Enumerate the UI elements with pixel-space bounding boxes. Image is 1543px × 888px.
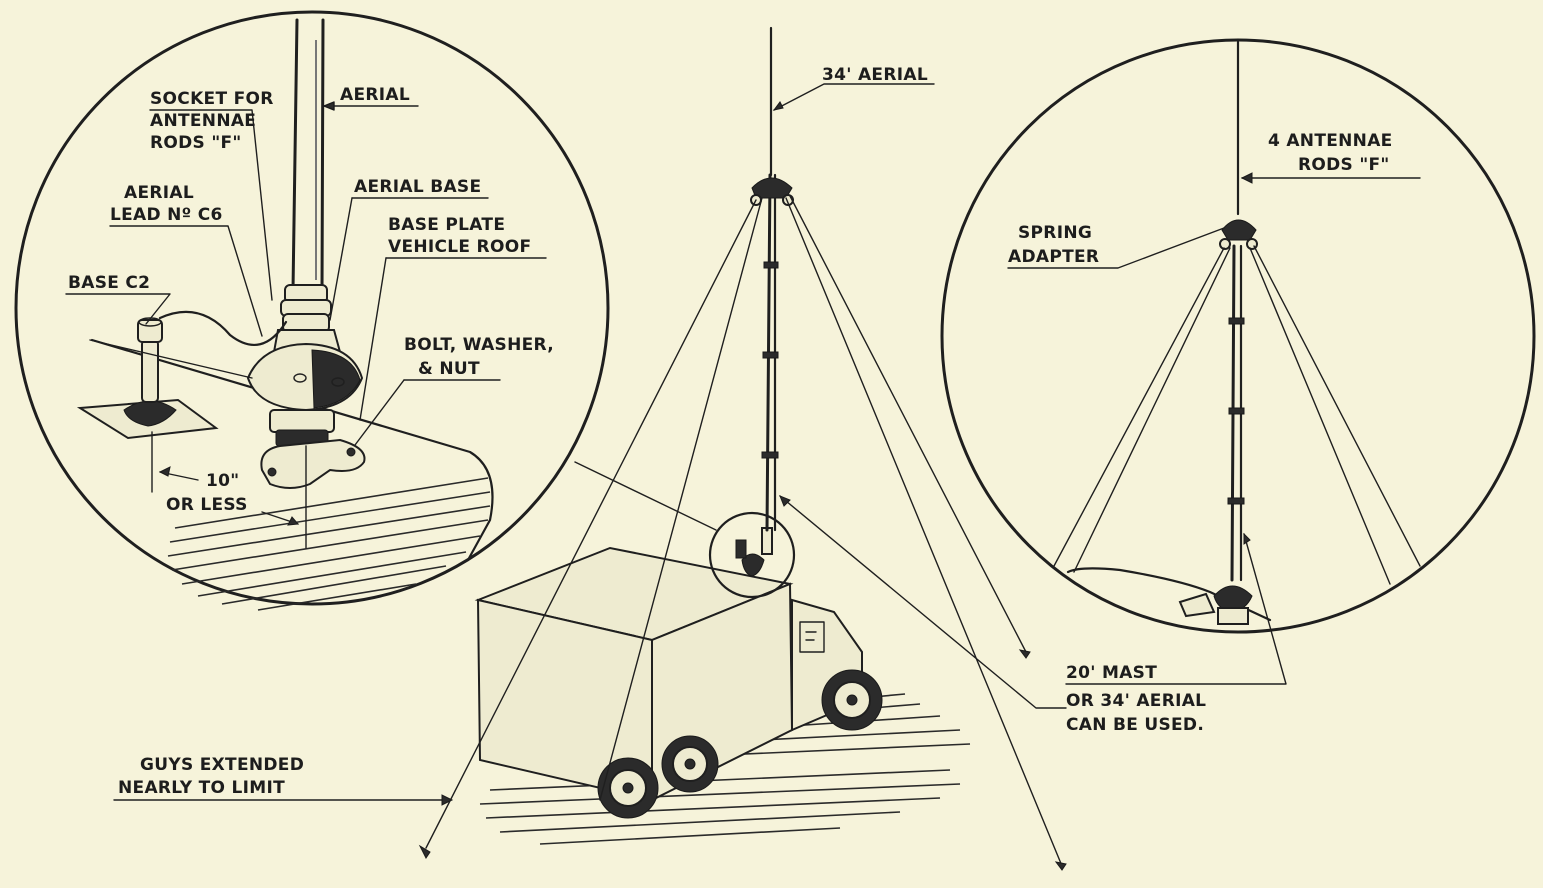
base-plate-label-line-2: VEHICLE ROOF xyxy=(388,237,531,257)
spring-adapter xyxy=(1219,219,1258,250)
spring-label-line-1: SPRING xyxy=(1018,223,1092,243)
aerial-base-assembly xyxy=(246,284,366,489)
ten-inch-dimension xyxy=(151,431,307,549)
rods-label-line-2: RODS "F" xyxy=(1298,155,1390,175)
socket-label-line-2: ANTENNAE xyxy=(150,111,256,131)
ten-inch-label-line-1: 10" xyxy=(206,471,239,491)
bolt-label-line-2: & NUT xyxy=(418,359,480,379)
aerial-base-label: AERIAL BASE xyxy=(354,177,481,197)
aerial-rod xyxy=(291,18,325,292)
spring-label-line-2: ADAPTER xyxy=(1008,247,1099,267)
center-vehicle-scene: 34' AERIAL GUYS EXTENDED NEARLY TO LIMIT xyxy=(113,26,1067,871)
aerial-lead-label-line-2: LEAD Nº C6 xyxy=(110,205,223,225)
base-c2-label: BASE C2 xyxy=(68,273,150,293)
spring-leader xyxy=(1007,227,1225,269)
left-detail-inset: SOCKET FOR ANTENNAE RODS "F" AERIAL AERI… xyxy=(14,10,610,611)
right-mast-base xyxy=(1178,585,1253,625)
right-mast xyxy=(1227,244,1245,582)
inset-connector-line xyxy=(574,461,717,531)
roof-aerial-base xyxy=(735,527,773,577)
ten-inch-label-line-2: OR LESS xyxy=(166,495,248,515)
mast xyxy=(750,26,794,532)
right-detail-inset: 4 ANTENNAE RODS "F" SPRING ADAPTER xyxy=(940,38,1536,634)
socket-label-line-1: SOCKET FOR xyxy=(150,89,274,109)
truck xyxy=(474,546,883,819)
guy-lines xyxy=(425,195,1063,867)
base-plate-label-line-1: BASE PLATE xyxy=(388,215,505,235)
guy-pegs xyxy=(418,649,1067,871)
guys-label-line-1: GUYS EXTENDED xyxy=(140,755,304,775)
mast-label-line-2: OR 34' AERIAL xyxy=(1066,691,1206,711)
left-detail-circle xyxy=(14,10,610,606)
rods-label-line-1: 4 ANTENNAE xyxy=(1268,131,1393,151)
guys-label-line-2: NEARLY TO LIMIT xyxy=(118,778,285,798)
aerial-34-leader xyxy=(773,83,935,111)
right-roof-outline xyxy=(1066,567,1272,622)
base-c2-assembly xyxy=(76,317,219,440)
antennae-rods xyxy=(1053,245,1421,585)
left-leader-lines xyxy=(65,101,547,446)
aerial-lead-cable xyxy=(158,310,288,346)
socket-label-line-3: RODS "F" xyxy=(150,133,242,153)
mast-label-group: 20' MAST OR 34' AERIAL CAN BE USED. xyxy=(779,495,1287,735)
mast-label-line-1: 20' MAST xyxy=(1066,663,1157,683)
aerial-lead-label-line-1: AERIAL xyxy=(124,183,194,203)
right-detail-circle xyxy=(940,38,1536,634)
aerial-34-label: 34' AERIAL xyxy=(822,65,928,85)
roof-detail-circle xyxy=(708,511,796,599)
vehicle-roof-plane xyxy=(90,338,494,611)
aerial-label: AERIAL xyxy=(340,85,410,105)
bolt-label-line-1: BOLT, WASHER, xyxy=(404,335,554,355)
mast-label-line-3: CAN BE USED. xyxy=(1066,715,1204,735)
